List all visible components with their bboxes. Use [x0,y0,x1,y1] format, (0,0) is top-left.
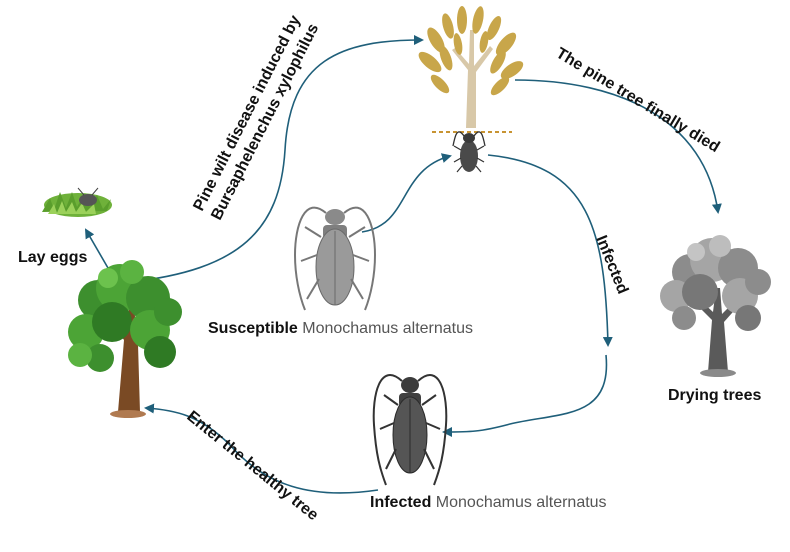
label-infected-arrow: Infected [592,233,631,296]
dried-tree-icon [660,235,771,377]
label-pine-wilt-line2: Bursaphelenchus xylophilus [208,21,322,223]
small-beetle-icon [452,131,486,173]
susceptible-beetle-icon [293,206,377,311]
label-susceptible-bold: Susceptible [208,320,302,337]
arrow-susceptible-beetle-to-pine [361,153,452,233]
label-susceptible-species: Monochamus alternatus [302,320,473,337]
arrow-dying-pine-to-dried-tree [514,79,722,214]
infected-beetle-icon [372,374,448,486]
label-drying-trees: Drying trees [668,387,761,404]
egg-nest-icon [42,187,112,217]
label-enter-healthy-tree: Enter the healthy tree [183,408,321,524]
label-infected-species: Monochamus alternatus [436,494,607,511]
label-pine-wilt-line1: Pine wilt disease induced by [190,13,304,214]
label-lay-eggs: Lay eggs [18,249,87,266]
label-finally-died: The pine tree finally died [553,45,723,156]
label-infected-beetle: Infected Monochamus alternatus [370,494,607,511]
arrow-healthy-to-eggs [84,228,109,269]
healthy-tree-icon [68,260,182,418]
arrow-to-infected-beetle [442,354,608,437]
label-infected-bold: Infected [370,494,436,511]
arrow-healthy-to-dying-pine [129,35,424,283]
label-pine-wilt: Pine wilt disease induced by Bursaphelen… [190,13,322,223]
dying-pine-tree-icon [418,6,524,133]
arrow-pine-beetle-to-infected [487,154,613,347]
arrow-infected-beetle-to-healthy-tree [144,403,379,494]
label-susceptible-beetle: Susceptible Monochamus alternatus [208,320,473,337]
